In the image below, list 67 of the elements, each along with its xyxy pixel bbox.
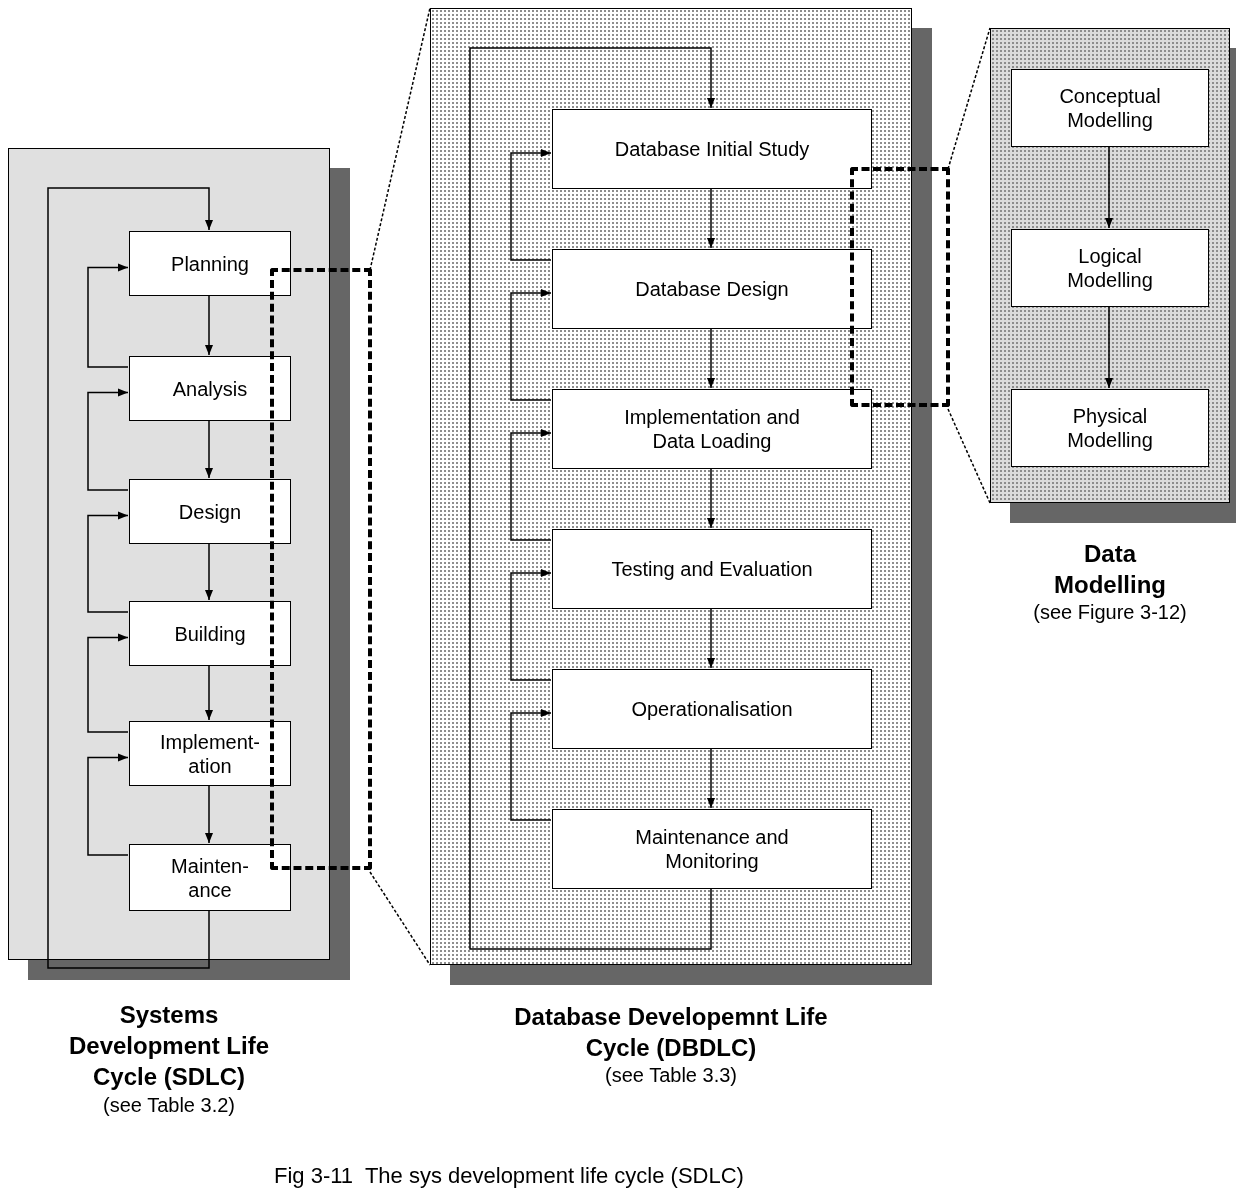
arrow [707, 607, 715, 669]
step-label: Operationalisation [631, 697, 793, 721]
step-label: Analysis [172, 376, 248, 401]
dashed-zoom-frame [850, 167, 950, 407]
zoom-guide-line [947, 27, 991, 170]
arrow [1105, 145, 1113, 229]
step-label: Design [178, 499, 242, 524]
arrow [510, 289, 552, 401]
process-box [1011, 69, 1209, 147]
panel-reference: (see Figure 3-12) [1033, 600, 1187, 626]
panel-title: Database Developemnt Life Cycle (DBDLC) [513, 1002, 829, 1064]
arrow [47, 187, 213, 969]
process-box [1011, 229, 1209, 307]
step-label: Physical Modelling [1066, 404, 1154, 452]
arrow [205, 784, 213, 844]
arrow [510, 429, 552, 541]
process-box [129, 844, 291, 911]
step-label: Database Initial Study [614, 137, 810, 161]
arrow [707, 187, 715, 249]
process-box [552, 809, 872, 889]
process-box [129, 231, 291, 296]
arrow [205, 664, 213, 721]
zoom-guide-line [369, 7, 431, 271]
step-label: Maintenance and Monitoring [634, 825, 790, 873]
process-box [129, 721, 291, 786]
arrow [87, 633, 129, 733]
process-box [552, 529, 872, 609]
process-box [129, 356, 291, 421]
process-box [552, 389, 872, 469]
arrow [707, 327, 715, 389]
arrow [87, 753, 129, 856]
process-box [129, 479, 291, 544]
arrow [510, 709, 552, 821]
step-label: Implementation and Data Loading [623, 405, 801, 453]
step-label: Mainten-ance [170, 853, 250, 902]
panel-title: Data Modelling [1053, 539, 1167, 601]
arrow [205, 542, 213, 601]
step-label: Planning [171, 251, 249, 276]
process-box [129, 601, 291, 666]
step-label: Database Design [635, 277, 789, 301]
figure-caption: Fig 3-11 The sys development life cycle (SDLC) [274, 1163, 744, 1189]
step-label: Implement-ation [159, 729, 261, 778]
process-box [1011, 389, 1209, 467]
panel-reference: (see Table 3.3) [605, 1063, 737, 1089]
dashed-zoom-frame [270, 268, 372, 870]
zoom-guide-line [947, 408, 991, 504]
process-box [552, 109, 872, 189]
arrow [1105, 305, 1113, 389]
arrow [707, 467, 715, 529]
process-box [552, 249, 872, 329]
arrow [87, 263, 129, 368]
arrow [510, 569, 552, 681]
step-label: Building [174, 621, 246, 646]
arrow [87, 388, 129, 491]
process-box [552, 669, 872, 749]
step-label: Conceptual Modelling [1058, 84, 1162, 132]
arrow [205, 294, 213, 356]
zoom-guide-line [369, 871, 431, 966]
step-label: Logical Modelling [1066, 244, 1154, 292]
arrow [469, 47, 715, 950]
panel-title: Systems Development Life Cycle (SDLC) [67, 1000, 270, 1093]
arrow [510, 149, 552, 261]
panel-reference: (see Table 3.2) [103, 1092, 235, 1118]
arrow [707, 747, 715, 809]
step-label: Testing and Evaluation [611, 557, 813, 581]
arrow [87, 511, 129, 613]
arrow [205, 419, 213, 479]
